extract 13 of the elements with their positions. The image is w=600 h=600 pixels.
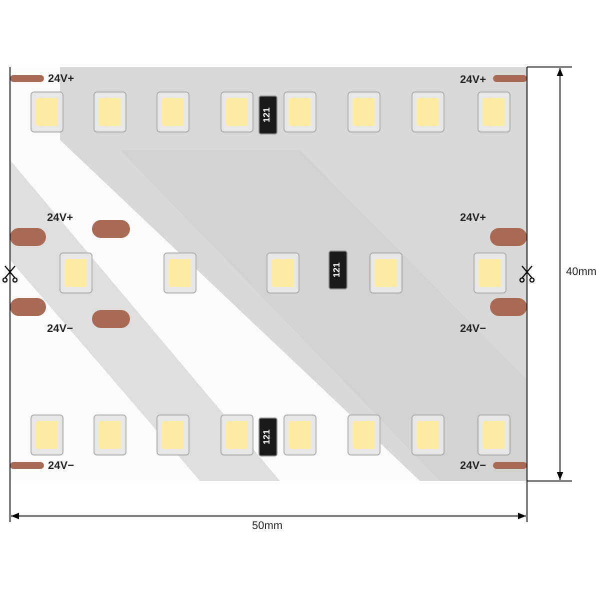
pin-label: 24V−: [48, 460, 74, 472]
resistor-code: 121: [260, 429, 273, 445]
pin-label: 24V−: [47, 323, 73, 335]
pin-label: 24V−: [460, 460, 486, 472]
pin-label: 24V+: [48, 73, 74, 85]
resistor-code: 121: [260, 107, 273, 123]
dimension-value: 50mm: [252, 520, 283, 532]
pin-label: 24V+: [47, 212, 73, 224]
resistor-code: 121: [330, 262, 343, 278]
pin-label: 24V+: [460, 74, 486, 86]
pin-label: 24V−: [460, 323, 486, 335]
pin-label: 24V+: [460, 212, 486, 224]
dimension-value: 40mm: [566, 266, 597, 278]
